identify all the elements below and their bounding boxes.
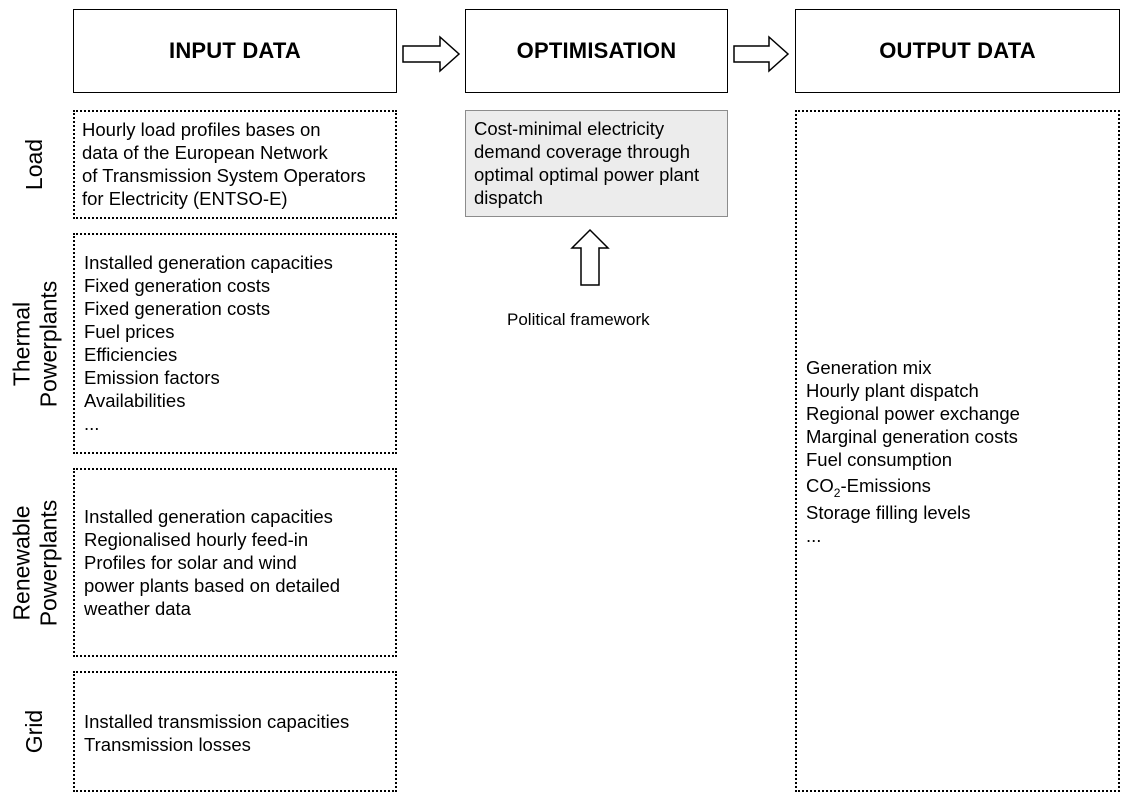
list-item: Cost-minimal electricity [474,118,665,139]
list-item: Marginal generation costs [806,426,1018,447]
load-items: Hourly load profiles bases on data of th… [82,118,366,210]
row-label-load-text: Load [21,138,48,191]
list-item: Efficiencies [84,344,178,365]
grid-box [73,671,397,792]
list-item: for Electricity (ENTSO-E) [82,188,288,209]
list-item: Emission factors [84,367,220,388]
row-label-thermal-text: Thermal Powerplants [8,280,62,407]
list-item: power plants based on detailed [84,575,341,596]
optimisation-box [465,110,728,217]
row-label-renewable-text: Renewable Powerplants [8,499,62,626]
list-item: ... [806,525,822,546]
list-item: ... [84,413,100,434]
list-item: Installed generation capacities [84,252,333,273]
row-label-renewable: Renewable Powerplants [4,468,66,657]
list-item: Availabilities [84,390,186,411]
list-item: Installed transmission capacities [84,711,350,732]
list-item: Regional power exchange [806,403,1020,424]
renewable-box [73,468,397,657]
list-item: weather data [84,598,191,619]
list-item: data of the European Network [82,142,328,163]
list-item: Fuel prices [84,321,175,342]
row-label-grid-text: Grid [21,709,48,754]
optimisation-title: OPTIMISATION [516,38,677,63]
thermal-items: Installed generation capacities Fixed ge… [84,251,333,435]
list-item: Storage filling levels [806,502,971,523]
optimisation-items: Cost-minimal electricity demand coverage… [474,117,699,209]
output-data-header: OUTPUT DATA [795,9,1120,93]
right-arrow-icon [733,35,790,73]
row-label-thermal: Thermal Powerplants [4,233,66,454]
renewable-items: Installed generation capacities Regional… [84,505,340,620]
list-item: Hourly plant dispatch [806,380,979,401]
output-box [795,110,1120,792]
input-data-header: INPUT DATA [73,9,397,93]
list-item: demand coverage through [474,141,690,162]
list-item: dispatch [474,187,543,208]
co2-emissions-item: CO2-Emissions [806,475,931,500]
list-item: Regionalised hourly feed-in [84,529,309,550]
up-arrow-icon [570,228,610,286]
list-item: Generation mix [806,357,932,378]
thermal-box [73,233,397,454]
optimisation-header: OPTIMISATION [465,9,728,93]
row-label-load: Load [4,110,66,219]
load-box [73,110,397,219]
list-item: Hourly load profiles bases on [82,119,321,140]
list-item: optimal optimal power plant [474,164,700,185]
list-item: Fuel consumption [806,449,953,470]
output-items: Generation mix Hourly plant dispatch Reg… [806,356,1020,547]
list-item: Installed generation capacities [84,506,333,527]
row-label-grid: Grid [4,671,66,792]
political-framework-label: Political framework [507,310,650,329]
list-item: Fixed generation costs [84,275,271,296]
output-data-title: OUTPUT DATA [879,38,1036,63]
list-item: Fixed generation costs [84,298,271,319]
grid-items: Installed transmission capacities Transm… [84,710,349,756]
input-data-title: INPUT DATA [169,38,301,63]
list-item: Transmission losses [84,734,251,755]
list-item: Profiles for solar and wind [84,552,297,573]
right-arrow-icon [402,35,461,73]
list-item: of Transmission System Operators [82,165,366,186]
